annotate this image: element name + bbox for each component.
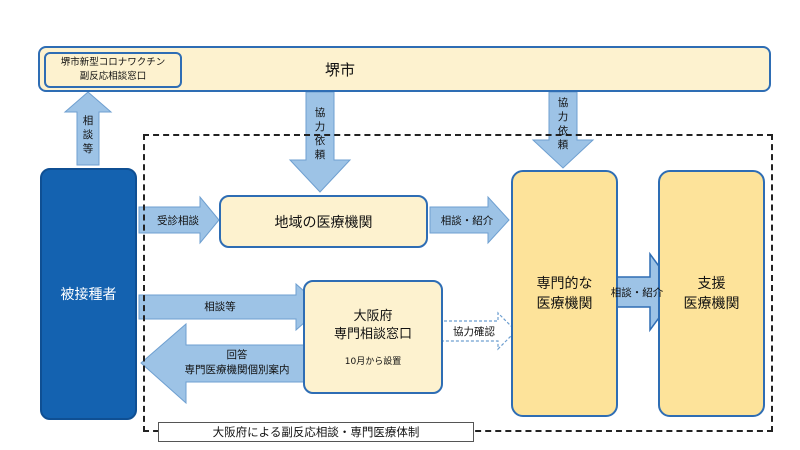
sakai-desk-line1: 堺市新型コロナワクチン [60,57,166,68]
specialist-line2: 医療機関 [536,295,593,312]
vaccinee-box: 被接種者 [40,168,137,420]
local-medical-box: 地域の医療機関 [219,195,428,248]
label-consult-intro-1: 相談・紹介 [440,214,494,227]
sakai-city-label: 堺市 [324,60,355,79]
label-coop1-char2: 力 [314,121,326,133]
label-coop1-char3: 依 [314,135,326,147]
label-coop2-char4: 頼 [557,139,569,151]
label-coop-request-2: 協 力 依 頼 [553,96,573,152]
label-consult-intro-2: 相談・紹介 [610,286,664,299]
arrow-visit-consult [138,195,220,245]
sakai-desk-line2: 副反応相談窓口 [79,71,147,82]
osaka-consult-desk: 大阪府 専門相談窓口 10月から設置 [303,280,443,394]
label-coop1-char4: 頼 [314,149,326,161]
label-coop1-char1: 協 [314,107,326,119]
label-coop-confirm: 協力確認 [453,325,495,338]
label-visit-consult: 受診相談 [157,214,199,227]
label-reply: 回答 専門医療機関個別案内 [164,348,310,378]
label-consult-up-char1: 相 [82,115,94,127]
support-line2: 医療機関 [683,295,740,312]
osaka-desk-line2: 専門相談窓口 [333,326,412,342]
arrow-consult-up [63,91,113,166]
arrow-reply [140,322,314,405]
label-reply-line1: 回答 [226,349,248,361]
label-coop-request-1: 協 力 依 頼 [310,106,330,162]
label-consult-up-char2: 談 [82,129,94,141]
label-reply-line2: 専門医療機関個別案内 [184,364,290,376]
label-coop2-char2: 力 [557,111,569,123]
frame-title: 大阪府による副反応相談・専門医療体制 [158,422,474,442]
label-coop2-char3: 依 [557,125,569,137]
osaka-desk-line1: 大阪府 [353,308,393,324]
sakai-vaccine-desk: 堺市新型コロナワクチン 副反応相談窓口 [44,52,182,88]
arrow-coop-request-2 [531,91,595,169]
label-consult-up-char3: 等 [82,143,94,155]
specialist-line1: 専門的な [536,275,593,292]
arrow-consult-intro-1 [429,195,510,245]
arrow-coop-confirm [433,311,517,351]
label-consult-up: 相 談 等 [78,113,98,157]
arrow-coop-request-1 [288,91,352,193]
label-coop2-char1: 協 [557,97,569,109]
support-line1: 支援 [697,275,726,292]
support-medical-box: 支援 医療機関 [658,170,765,417]
osaka-desk-note: 10月から設置 [344,356,402,367]
specialist-medical-box: 専門的な 医療機関 [511,170,618,417]
label-consult-osaka: 相談等 [204,300,236,313]
